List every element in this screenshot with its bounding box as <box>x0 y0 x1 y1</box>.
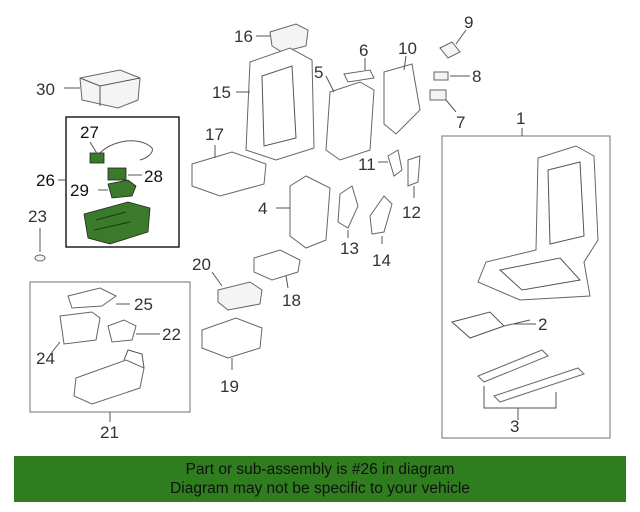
part-26-group-box <box>65 116 180 248</box>
callout-23: 23 <box>28 207 47 226</box>
callout-7: 7 <box>456 113 465 132</box>
part-19-cushion <box>201 317 263 370</box>
part-6-trim <box>343 58 375 83</box>
callout-24: 24 <box>36 349 55 368</box>
part-30-armrest-pad <box>64 69 141 109</box>
part-24-box <box>51 311 101 353</box>
callout-1: 1 <box>516 109 525 128</box>
part-26-console-base <box>83 201 151 245</box>
part-8-cap <box>433 71 470 81</box>
callout-12: 12 <box>402 203 421 222</box>
banner-line-1: Part or sub-assembly is #26 in diagram <box>185 461 455 478</box>
part-29-cover <box>98 179 137 199</box>
part-28-switch <box>107 167 142 181</box>
part-20-block <box>211 271 263 311</box>
part-25-cover <box>67 287 130 309</box>
part-15-seat-back <box>236 47 315 161</box>
part-16-headrest <box>256 23 309 53</box>
part-9-clip <box>439 29 467 59</box>
callout-3: 3 <box>510 417 519 436</box>
part-17-cushion <box>191 145 267 197</box>
part-3-tracks <box>477 349 585 420</box>
callout-15: 15 <box>212 83 231 102</box>
callout-26: 26 <box>36 171 55 190</box>
callout-18: 18 <box>282 291 301 310</box>
part-7-cap <box>429 89 457 113</box>
part-11-trim <box>378 149 403 177</box>
callout-2: 2 <box>538 315 547 334</box>
part-2-wire <box>450 311 536 339</box>
callout-11: 11 <box>358 155 376 174</box>
part-13-trim <box>337 185 359 238</box>
callout-16: 16 <box>234 27 253 46</box>
part-23-bolt <box>34 228 46 262</box>
info-banner: Part or sub-assembly is #26 in diagram D… <box>14 456 626 502</box>
callout-28: 28 <box>144 167 163 186</box>
callout-29: 29 <box>70 181 89 200</box>
part-18-pad <box>253 249 301 289</box>
part-10-panel <box>383 55 421 135</box>
part-1-group-box <box>441 135 611 439</box>
callout-6: 6 <box>359 41 368 60</box>
callout-25: 25 <box>134 295 153 314</box>
callout-5: 5 <box>314 63 323 82</box>
callout-13: 13 <box>340 239 359 258</box>
part-1-seat-frame <box>477 145 599 301</box>
part-4-frame <box>276 175 331 249</box>
callout-8: 8 <box>472 67 481 86</box>
callout-27: 27 <box>80 123 99 142</box>
callout-9: 9 <box>464 13 473 32</box>
part-27-harness <box>89 140 153 164</box>
callout-10: 10 <box>398 39 417 58</box>
part-22-bracket <box>107 319 160 343</box>
callout-22: 22 <box>162 325 181 344</box>
callout-20: 20 <box>192 255 211 274</box>
callout-4: 4 <box>258 199 267 218</box>
part-21-tray <box>73 349 145 405</box>
part-14-trim <box>369 195 393 244</box>
callout-19: 19 <box>220 377 239 396</box>
part-5-bracket <box>325 75 375 161</box>
callout-14: 14 <box>372 251 391 270</box>
part-12-trim <box>407 155 421 198</box>
banner-line-2: Diagram may not be specific to your vehi… <box>170 480 470 497</box>
callout-17: 17 <box>205 125 224 144</box>
callout-21: 21 <box>100 423 119 442</box>
callout-30: 30 <box>36 80 55 99</box>
